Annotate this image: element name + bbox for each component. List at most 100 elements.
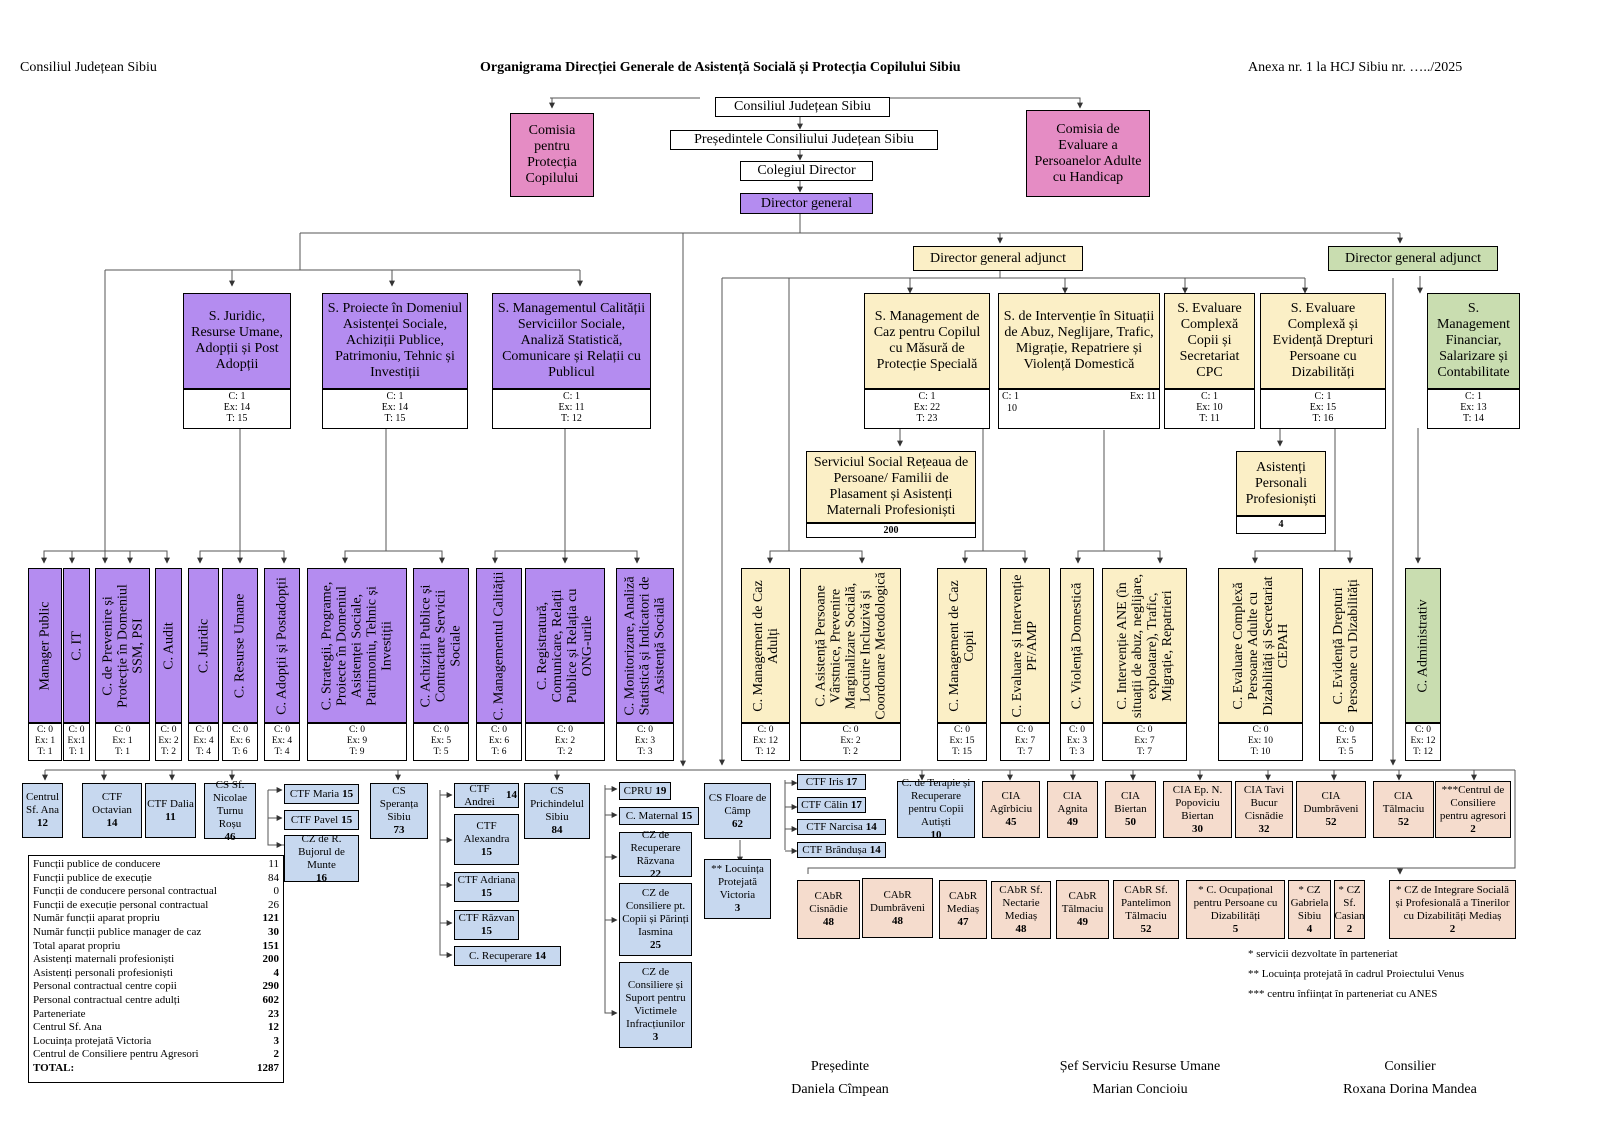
compartment-counts: C: 0 Ex: 9 T: 9 <box>307 723 407 761</box>
legend-row: Funcții de conducere personal contractua… <box>33 885 279 899</box>
legend-label: Număr funcții publice manager de caz <box>33 925 202 938</box>
legend-label: Personal contractual centre copii <box>33 980 177 993</box>
center-count: 62 <box>732 817 743 830</box>
compartment-counts: C: 0 Ex: 4 T: 4 <box>264 723 300 761</box>
center-name: CAbR Sf. Pantelimon Tălmaciu <box>1120 883 1172 922</box>
compartment-label: C. IT <box>69 630 84 661</box>
center-name: * CZ Sf. Casian <box>1334 883 1365 922</box>
compartment-label: C. Managementul Calității <box>491 571 507 720</box>
compartment-counts: C: 0 Ex: 2 T: 2 <box>800 723 901 761</box>
compartment-label: C. Monitorizare, Analiză Statistică și I… <box>622 575 668 716</box>
legend-label: Funcții publice de execuție <box>33 871 152 884</box>
center-count: 12 <box>37 817 48 829</box>
compartment-box: C. Managementul Calității <box>476 568 522 723</box>
center-count: 48 <box>892 914 903 927</box>
center-count: 17 <box>846 775 858 788</box>
center-name: CZ de Consiliere și Suport pentru Victim… <box>625 966 686 1030</box>
service-cpc-counts: C: 1 Ex: 10 T: 11 <box>1164 389 1255 429</box>
deputy-director-2-box: Director general adjunct <box>1328 246 1498 271</box>
compartment-box: C. Strategii, Programe, Proiecte în Dome… <box>307 568 407 723</box>
legend-value: 26 <box>268 898 279 911</box>
legend-value: 2 <box>273 1048 280 1061</box>
center-count: 52 <box>1398 816 1409 828</box>
center-count: 14 <box>106 817 118 829</box>
center-name: CAbR Sf. Nectarie Mediaș <box>999 884 1043 922</box>
compartment-counts: C: 0 Ex: 2 T: 2 <box>525 723 605 761</box>
signature-name-2: Marian Concioiu <box>1092 1082 1188 1097</box>
director-general-box: Director general <box>740 193 873 214</box>
center-count: 3 <box>734 902 741 914</box>
compartment-label: C. Intervenție ANE (în situații de abuz,… <box>1114 573 1175 718</box>
compartment-label: C. Achiziții Publice și Contractare Serv… <box>418 584 464 707</box>
service-proiecte-counts: C: 1 Ex: 14 T: 15 <box>322 389 468 429</box>
service-abuz-t: 10 <box>1007 403 1017 414</box>
compartment-counts: C: 0 Ex: 15 T: 15 <box>937 723 987 761</box>
center-count: 84 <box>551 824 563 836</box>
center-count: 15 <box>681 809 693 822</box>
center-count: 2 <box>1449 922 1456 935</box>
compartment-box: C. Violență Domestică <box>1060 568 1094 723</box>
compartment-box: C. Achiziții Publice și Contractare Serv… <box>413 568 469 723</box>
center-name: C. de Terapie și Recuperare pentru Copii… <box>901 777 971 828</box>
center-name: CIA Agnita <box>1057 790 1088 815</box>
compartment-box: C. Management de Caz Adulți <box>741 568 790 723</box>
center-count: 49 <box>1067 816 1078 828</box>
compartment-label: C. Management de Caz Copii <box>947 579 977 712</box>
center-count: 11 <box>165 810 176 823</box>
compartment-label: C. Evidență Drepturi Persoane cu Dizabil… <box>1331 578 1361 713</box>
center-name: CZ de R. Bujorul de Munte <box>298 832 345 871</box>
center-count: 50 <box>1125 816 1136 828</box>
center-count: 14 <box>865 820 877 833</box>
center-name: ***Centrul de Consiliere pentru agresori <box>1439 783 1507 822</box>
compartment-label: C. Strategii, Programe, Proiecte în Dome… <box>319 581 395 710</box>
center-name: CTF Pavel <box>290 813 339 826</box>
center-count: 2 <box>1346 922 1353 935</box>
center-count: 22 <box>650 867 661 880</box>
compartment-label: C. Asistență Persoane Vârstnice, Preveni… <box>813 571 888 720</box>
compartment-counts: C: 0 Ex: 1 T: 1 <box>95 723 150 761</box>
legend-label: Funcții publice de conducere <box>33 858 161 870</box>
service-calitate: S. Managementul Calității Serviciilor So… <box>492 293 651 389</box>
service-juridic: S. Juridic, Resurse Umane, Adopții și Po… <box>183 293 291 389</box>
center-count: 15 <box>341 813 353 826</box>
compartment-counts: C: 0 Ex: 7 T: 7 <box>1000 723 1050 761</box>
compartment-label: Manager Public <box>37 600 53 691</box>
service-caz-copil: S. Management de Caz pentru Copilul cu M… <box>864 293 990 389</box>
center-name: CIA Dumbrăveni <box>1303 790 1359 815</box>
center-count: 19 <box>655 784 667 797</box>
service-asistenti-count: 4 <box>1236 516 1326 534</box>
legend-label: Asistenți maternali profesioniști <box>33 953 175 966</box>
center-count: 14 <box>506 789 517 801</box>
compartment-box: C. Management de Caz Copii <box>937 568 987 723</box>
service-cpc: S. Evaluare Complexă Copii și Secretaria… <box>1164 293 1255 389</box>
center-count: 52 <box>1325 816 1337 828</box>
compartment-label: C. Juridic <box>196 618 211 673</box>
legend-label: Total aparat propriu <box>33 939 121 952</box>
legend-value: 84 <box>268 871 279 884</box>
compartment-box: C. Audit <box>155 568 182 723</box>
legend-label: Parteneriate <box>33 1007 86 1020</box>
service-proiecte: S. Proiecte în Domeniul Asistenței Socia… <box>322 293 468 389</box>
center-name: CTF Dalia <box>147 797 194 810</box>
compartment-counts: C: 0 Ex: 12 T: 12 <box>1405 723 1441 761</box>
compartment-box: C. Intervenție ANE (în situații de abuz,… <box>1102 568 1187 723</box>
center-count: 15 <box>481 887 492 899</box>
president-box: Președintele Consiliului Județean Sibiu <box>670 130 938 150</box>
